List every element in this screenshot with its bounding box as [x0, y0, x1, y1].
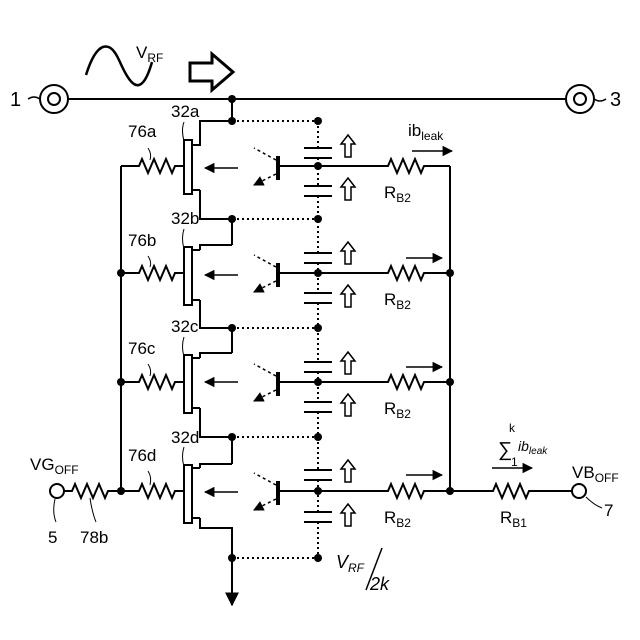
ib-leak-label: ibleak: [408, 121, 444, 143]
rb2-label-a: RB2: [384, 183, 411, 205]
svg-text:1: 1: [511, 455, 518, 469]
svg-text:VRF: VRF: [336, 552, 365, 575]
res-label-78b: 78b: [80, 528, 108, 547]
port-7-label: 7: [604, 501, 613, 520]
leakage-sum-label: k ∑ 1 ibleak: [498, 421, 548, 469]
port-1-connector: [28, 85, 68, 113]
port-3-connector: [566, 85, 606, 113]
fet-label-32b: 32b: [171, 209, 199, 228]
svg-text:ibleak: ibleak: [518, 438, 548, 457]
vb-off-terminal: [572, 484, 586, 498]
signal-direction-arrow-icon: [190, 54, 233, 90]
vg-off-terminal: [50, 484, 64, 498]
port-1-label: 1: [10, 89, 21, 111]
res-label-76b: 76b: [128, 231, 156, 250]
rb2-label-d: RB2: [384, 508, 411, 530]
fet-label-32a: 32a: [171, 102, 200, 121]
port-5-label: 5: [48, 528, 57, 547]
rb1-label: RB1: [500, 508, 527, 530]
gate-resistor-network: [64, 159, 184, 498]
fet-label-32c: 32c: [171, 317, 199, 336]
voltage-arrow-icons: [341, 135, 355, 526]
port-3-label: 3: [610, 89, 621, 111]
rb2-label-c: RB2: [384, 399, 411, 421]
vrf-per-stage-label: VRF 2k: [336, 548, 390, 594]
res-label-76d: 76d: [128, 446, 156, 465]
fet-stack: [184, 121, 238, 598]
rb2-label-b: RB2: [384, 290, 411, 312]
res-label-76c: 76c: [128, 339, 156, 358]
svg-text:k: k: [509, 421, 516, 435]
svg-text:2k: 2k: [369, 574, 390, 594]
res-label-76a: 76a: [128, 122, 157, 141]
vrf-label: VRF: [136, 43, 163, 65]
fet-label-32d: 32d: [171, 428, 199, 447]
vg-off-label: VGOFF: [30, 455, 79, 477]
vb-off-label: VBOFF: [572, 463, 619, 485]
